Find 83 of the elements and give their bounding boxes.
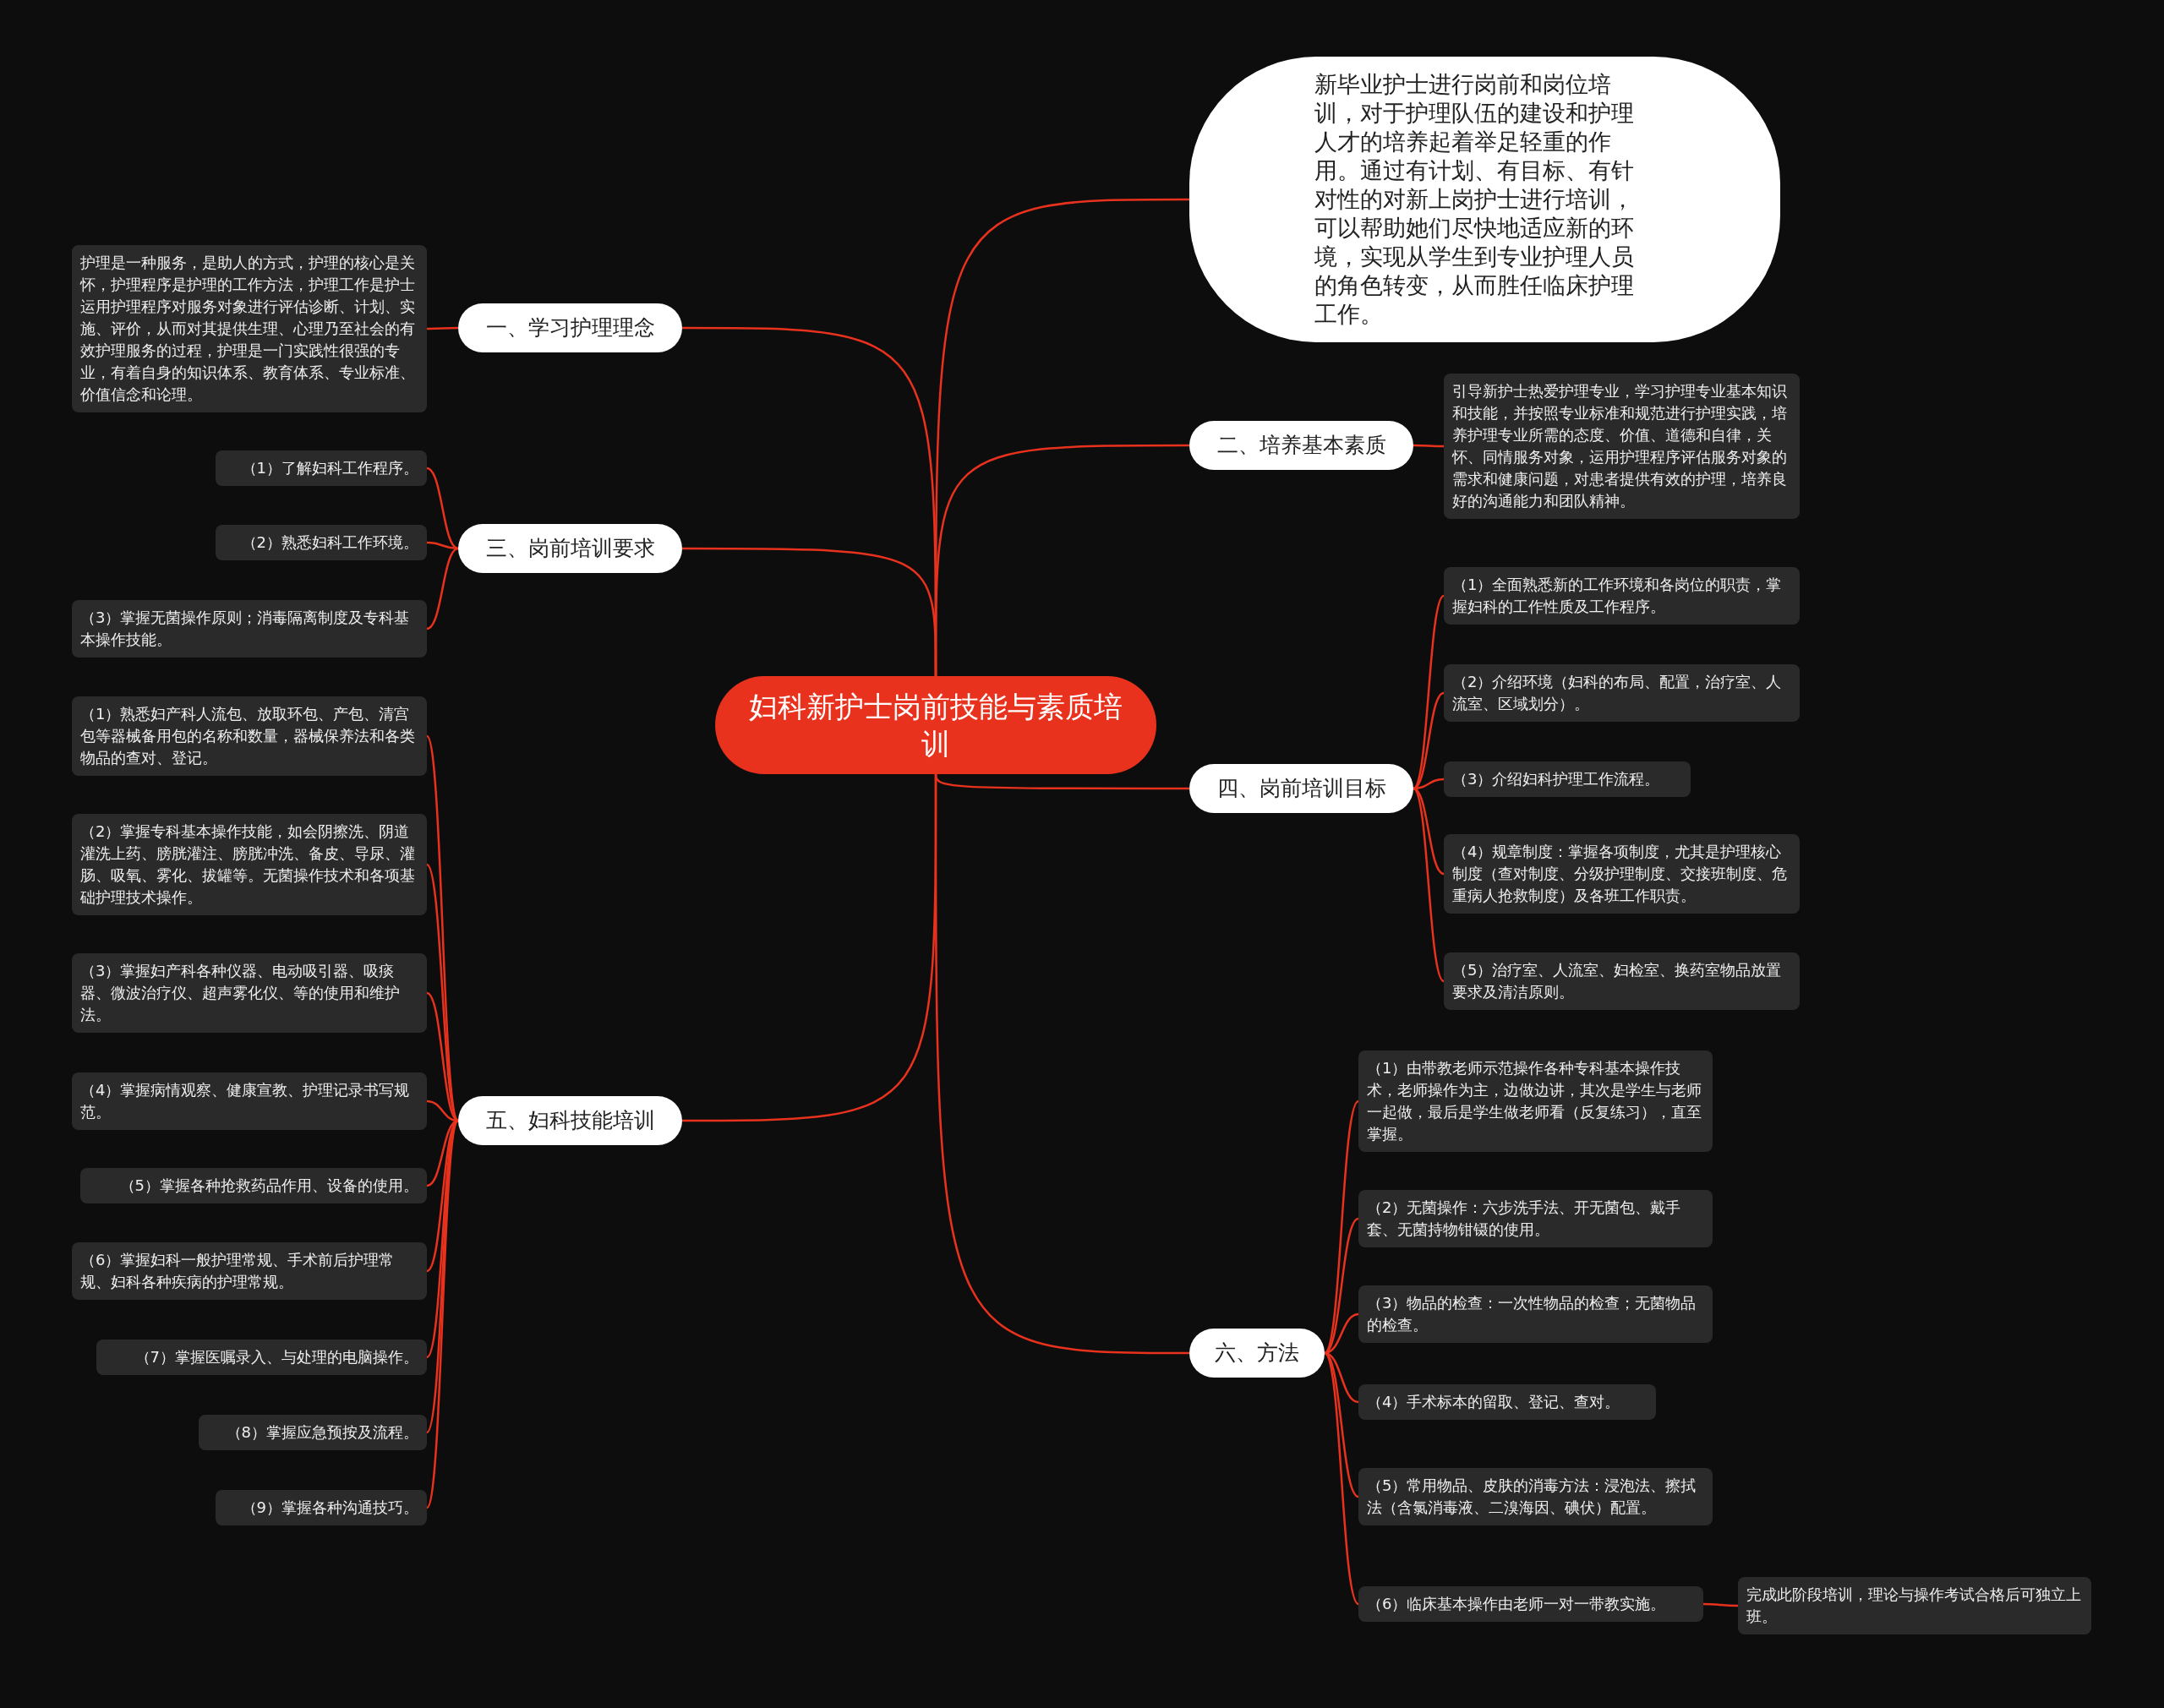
note-card	[1358, 1190, 1713, 1247]
topic-pill	[458, 1096, 682, 1145]
topic-text: 四、岗前培训目标	[1216, 776, 1387, 801]
topic-text: （4）规章制度：掌握各项制度，尤其是护理核心制度（查对制度、分级护理制度、交接班制度、危重病人抢救制度）及各班工作职责。	[1452, 842, 1788, 906]
topic-text: （5）常用物品、皮肤的消毒方法：浸泡法、擦拭法（含氯消毒液、二溴海因、碘伏）配置。	[1367, 1476, 1697, 1518]
topic-pill	[458, 303, 682, 352]
note-card	[72, 953, 427, 1033]
topic-text: （4）手术标本的留取、登记、查对。	[1367, 1392, 1621, 1412]
topic-text: （5）治疗室、人流室、妇检室、换药室物品放置要求及清洁原则。	[1452, 960, 1783, 1002]
topic-text: （3）掌握无菌操作原则；消毒隔离制度及专科基本操作技能。	[80, 608, 411, 650]
topic-text: （4）掌握病情观察、健康宣教、护理记录书写规范。	[80, 1080, 411, 1122]
connector-line	[426, 1120, 459, 1358]
connector-line	[426, 864, 459, 1121]
topic-text: （3）物品的检查：一次性物品的检查；无菌物品的检查。	[1367, 1293, 1697, 1335]
connector-line	[425, 735, 460, 1121]
connector-line	[1413, 444, 1444, 448]
note-card	[1444, 761, 1691, 797]
note-card	[1444, 374, 1800, 519]
note-card	[96, 1340, 427, 1375]
note-card	[1444, 664, 1800, 722]
note-card	[1444, 567, 1800, 625]
note-card	[80, 1168, 427, 1203]
topic-text: 完成此阶段培训，理论与操作考试合格后可独立上班。	[1746, 1585, 2082, 1627]
connector-line	[426, 547, 459, 630]
topic-pill	[1189, 1329, 1325, 1378]
connector-line	[682, 547, 937, 678]
topic-text: （7）掌握医嘱录入、与处理的电脑操作。	[134, 1347, 418, 1367]
note-card	[1358, 1468, 1713, 1525]
topic-text: （3）掌握妇产科各种仪器、电动吸引器、吸痰器、微波治疗仪、超声雾化仪、等的使用和维护法。	[80, 961, 401, 1025]
topic-text: （3）介绍妇科护理工作流程。	[1452, 769, 1661, 789]
note-card	[216, 525, 427, 560]
topic-text: 新毕业护士进行岗前和岗位培训，对于护理队伍的建设和护理人才的培养起着举足轻重的作用。通过有计划、有目标、有针对性的对新上岗护士进行培训，可以帮助她们尽快地适应新的环境，实现从学生到专业护理人员的角色转变，从而胜任临床护理工作。	[1314, 70, 1635, 329]
topic-text: （6）临床基本操作由老师一对一带教实施。	[1367, 1594, 1667, 1614]
note-card	[72, 600, 427, 658]
topic-pill	[1189, 421, 1413, 470]
connector-line	[425, 1120, 460, 1433]
topic-text: （2）掌握专科基本操作技能，如会阴擦洗、阴道灌洗上药、膀胱灌注、膀胱冲洗、备皮、导尿、灌肠、吸氧、雾化、拔罐等。无菌操作技术和各项基础护理技术操作。	[80, 821, 416, 908]
note-card	[1444, 834, 1800, 914]
topic-text: 三、岗前培训要求	[484, 536, 656, 561]
topic-text: （9）掌握各种沟通技巧。	[240, 1498, 418, 1518]
note-card	[1358, 1050, 1713, 1152]
note-card	[216, 450, 427, 486]
topic-text: 妇科新护士岗前技能与素质培训	[749, 689, 1123, 762]
topic-text: （2）无菌操作：六步洗手法、开无菌包、戴手套、无菌持物钳镊的使用。	[1367, 1198, 1682, 1240]
connector-line	[1324, 1100, 1359, 1354]
connector-line	[934, 772, 1189, 1355]
connector-line	[425, 1120, 460, 1509]
connector-line	[427, 326, 458, 330]
topic-text: （2）介绍环境（妇科的布局、配置，治疗室、人流室、区域划分）。	[1452, 672, 1783, 714]
note-card	[1358, 1384, 1656, 1420]
note-card	[72, 1072, 427, 1130]
note-card	[72, 696, 427, 776]
note-card	[1738, 1577, 2091, 1634]
topic-text: 护理是一种服务，是助人的方式，护理的核心是关怀，护理程序是护理的工作方法，护理工作是护士运用护理程序对服务对象进行评估诊断、计划、实施、评价，从而对其提供生理、心理乃至社会的有效护理服务的过程，护理是一门实践性很强的专业，有着自身的知识体系、教育体系、专业标准、价值信念和论理。	[80, 253, 416, 405]
topic-text: 五、妇科技能培训	[484, 1108, 656, 1133]
note-card	[1444, 952, 1800, 1010]
connector-line	[426, 467, 459, 550]
connector-line	[1324, 1352, 1359, 1605]
connector-line	[1413, 787, 1445, 876]
note-card	[199, 1415, 427, 1450]
note-card	[1358, 1285, 1713, 1343]
topic-text: （1）全面熟悉新的工作环境和各岗位的职责，掌握妇科的工作性质及工作程序。	[1452, 575, 1783, 617]
connector-line	[1703, 1602, 1738, 1607]
topic-text: 引导新护士热爱护理专业，学习护理专业基本知识和技能，并按照专业标准和规范进行护理实践，培养护理专业所需的态度、价值、道德和自律，关怀、同情服务对象，运用护理程序评估服务对象的需求和健康问题，对患者提供有效的护理，培养良好的沟通能力和团队精神。	[1452, 381, 1788, 511]
topic-text: （8）掌握应急预按及流程。	[225, 1422, 418, 1443]
connector-line	[1413, 691, 1445, 790]
topic-text: （1）了解妇科工作程序。	[240, 458, 418, 478]
topic-text: 二、培养基本素质	[1216, 433, 1387, 458]
connector-line	[1413, 788, 1445, 982]
topic-pill	[1189, 764, 1413, 813]
topic-text: （1）熟悉妇产科人流包、放取环包、产包、清宫包等器械备用包的名称和数量，器械保养法和各类物品的查对、登记。	[80, 704, 416, 768]
note-card	[216, 1490, 427, 1525]
note-card	[72, 814, 427, 915]
topic-text: 一、学习护理理念	[484, 315, 656, 341]
topic-text: （1）由带教老师示范操作各种专科基本操作技术，老师操作为主，边做边讲，其次是学生与老师一起做，最后是学生做老师看（反复练习），直至掌握。	[1367, 1058, 1702, 1144]
topic-text: （6）掌握妇科一般护理常规、手术前后护理常规、妇科各种疾病的护理常规。	[80, 1250, 396, 1292]
note-card	[1358, 1586, 1703, 1622]
topic-text: （5）掌握各种抢救药品作用、设备的使用。	[118, 1176, 418, 1196]
note-card	[72, 1242, 427, 1300]
topic-pill	[458, 524, 682, 573]
connector-line	[1413, 595, 1445, 789]
topic-text: （2）熟悉妇科工作环境。	[240, 532, 418, 553]
topic-text: 六、方法	[1214, 1340, 1300, 1366]
